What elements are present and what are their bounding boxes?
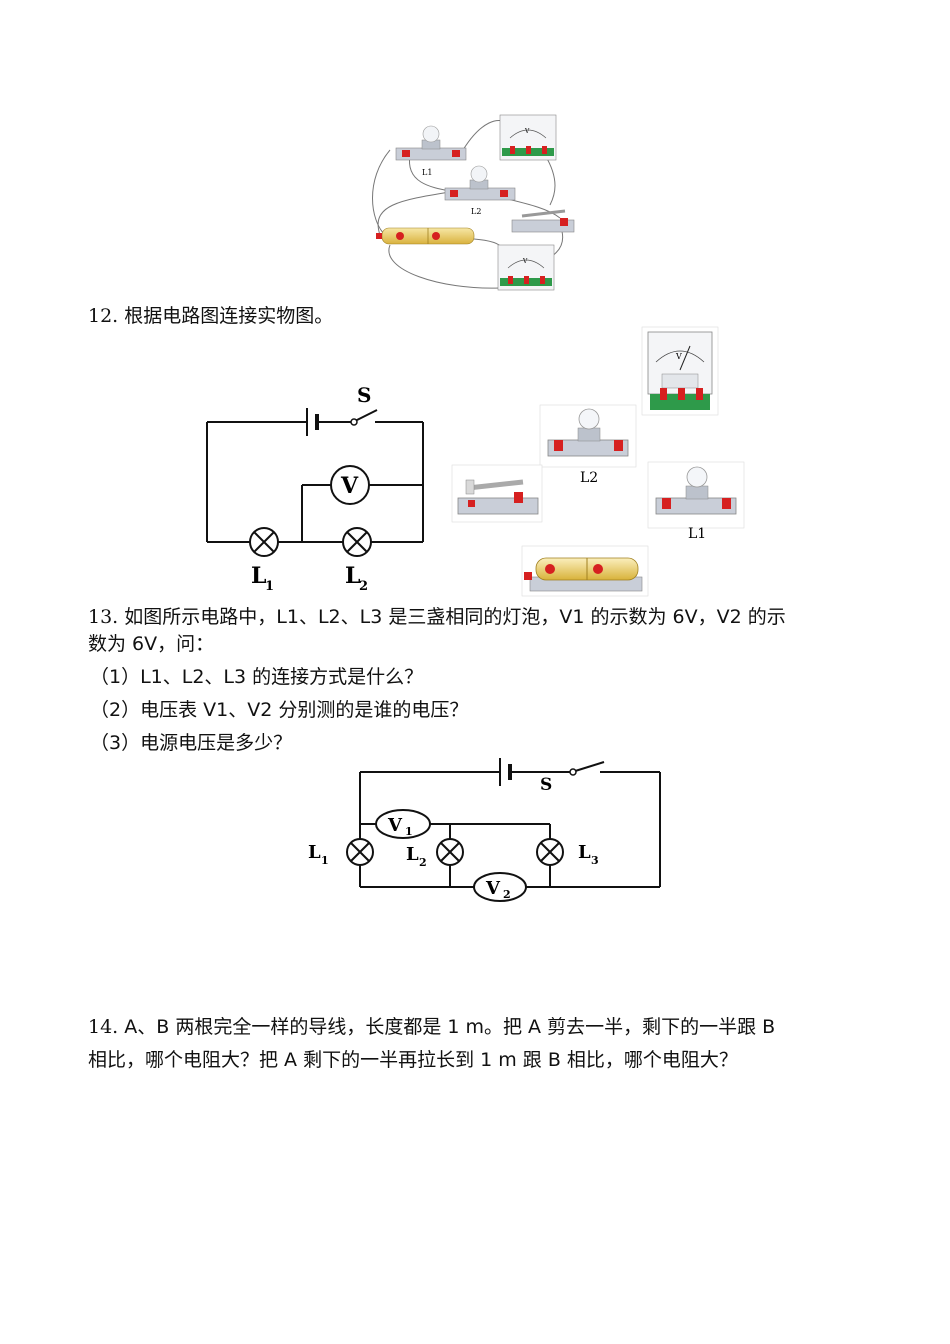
q12-object-battery bbox=[521, 545, 649, 597]
q13-lamp-l3-icon bbox=[536, 838, 564, 866]
q12-number: 12. bbox=[88, 305, 119, 327]
apparatus-voltmeter-2: V bbox=[497, 244, 555, 291]
q12-voltmeter-label: V bbox=[340, 473, 359, 499]
apparatus-meter-1-symbol: V bbox=[524, 128, 530, 135]
apparatus-meter-2-symbol: V bbox=[522, 258, 528, 265]
q12-l1-label: L bbox=[251, 563, 266, 589]
q12-text: 根据电路图连接实物图。 bbox=[124, 305, 334, 327]
top-apparatus-figure: L1 L2 V V bbox=[372, 114, 575, 291]
apparatus-bulb-l1: L1 bbox=[395, 125, 467, 177]
q13-lamp-l1-icon bbox=[346, 838, 374, 866]
q13-l2-sub: 2 bbox=[419, 856, 427, 869]
q12-object-switch bbox=[451, 464, 543, 523]
q12-l2-sub: 2 bbox=[359, 579, 368, 594]
q13-sub3: （3）电源电压是多少？ bbox=[90, 732, 293, 754]
q12-schematic: V S L 1 L 2 bbox=[206, 383, 424, 594]
apparatus-l2-label: L2 bbox=[471, 207, 481, 216]
q13-l1-label: L bbox=[308, 842, 321, 863]
q13-number: 13. bbox=[88, 606, 119, 628]
q13-l2-label: L bbox=[406, 844, 419, 865]
q14-line1: 14. A、B 两根完全一样的导线，长度都是 1 m。把 A 剪去一半，剩下的一… bbox=[88, 1014, 775, 1040]
q13-l1-sub: 1 bbox=[321, 854, 329, 867]
q12-voltmeter-icon bbox=[330, 465, 370, 505]
q12-object-l2-label: L2 bbox=[580, 470, 598, 486]
q13-voltmeter-v2-icon bbox=[473, 872, 527, 902]
q12-object-bulb-l2: L2 bbox=[539, 404, 637, 486]
q13-l3-sub: 3 bbox=[591, 854, 599, 867]
q12-switch-label: S bbox=[357, 383, 371, 407]
q12-object-l1-label: L1 bbox=[688, 526, 706, 542]
q12-prompt: 12. 根据电路图连接实物图。 bbox=[88, 303, 333, 329]
apparatus-bulb-l2: L2 bbox=[444, 165, 516, 216]
q13-voltmeter-v1-icon bbox=[375, 809, 431, 839]
q13-sub2: （2）电压表 V1、V2 分别测的是谁的电压？ bbox=[90, 699, 469, 721]
q13-v2-sub: 2 bbox=[503, 888, 511, 901]
q12-lamp-l2-icon bbox=[342, 527, 372, 557]
q12-lamp-l1-icon bbox=[249, 527, 279, 557]
q14-text-line2: 相比，哪个电阻大？把 A 剩下的一半再拉长到 1 m 跟 B 相比，哪个电阻大？ bbox=[88, 1049, 738, 1071]
q13-text-line1: 如图所示电路中，L1、L2、L3 是三盏相同的灯泡，V1 的示数为 6V，V2 … bbox=[124, 606, 786, 628]
q14-number: 14. bbox=[88, 1016, 119, 1038]
apparatus-l1-label: L1 bbox=[422, 168, 432, 177]
q13-lamp-l2-icon bbox=[436, 838, 464, 866]
q13-text-line2: 数为 6V，问： bbox=[88, 633, 215, 655]
q12-objects: V L2 L1 bbox=[451, 326, 745, 597]
apparatus-switch bbox=[511, 209, 575, 233]
q12-l2-label: L bbox=[345, 563, 360, 589]
q13-switch-label: S bbox=[540, 775, 552, 795]
q13-line1: 13. 如图所示电路中，L1、L2、L3 是三盏相同的灯泡，V1 的示数为 6V… bbox=[88, 604, 786, 630]
q12-object-meter-symbol: V bbox=[675, 352, 682, 361]
q13-schematic: V 1 V 2 S L 1 L 2 L 3 bbox=[308, 758, 661, 902]
apparatus-voltmeter-1: V bbox=[499, 114, 557, 161]
q12-object-bulb-l1: L1 bbox=[647, 461, 745, 542]
q13-v1-sub: 1 bbox=[405, 825, 413, 838]
q13-v1-label: V bbox=[387, 815, 403, 836]
q13-sub1: （1）L1、L2、L3 的连接方式是什么？ bbox=[90, 666, 424, 688]
q13-v2-label: V bbox=[485, 878, 501, 899]
q12-object-voltmeter: V bbox=[641, 326, 719, 416]
apparatus-battery bbox=[376, 227, 475, 245]
q14-text-line1: A、B 两根完全一样的导线，长度都是 1 m。把 A 剪去一半，剩下的一半跟 B bbox=[124, 1016, 776, 1038]
q12-l1-sub: 1 bbox=[265, 579, 274, 594]
q13-l3-label: L bbox=[578, 842, 591, 863]
